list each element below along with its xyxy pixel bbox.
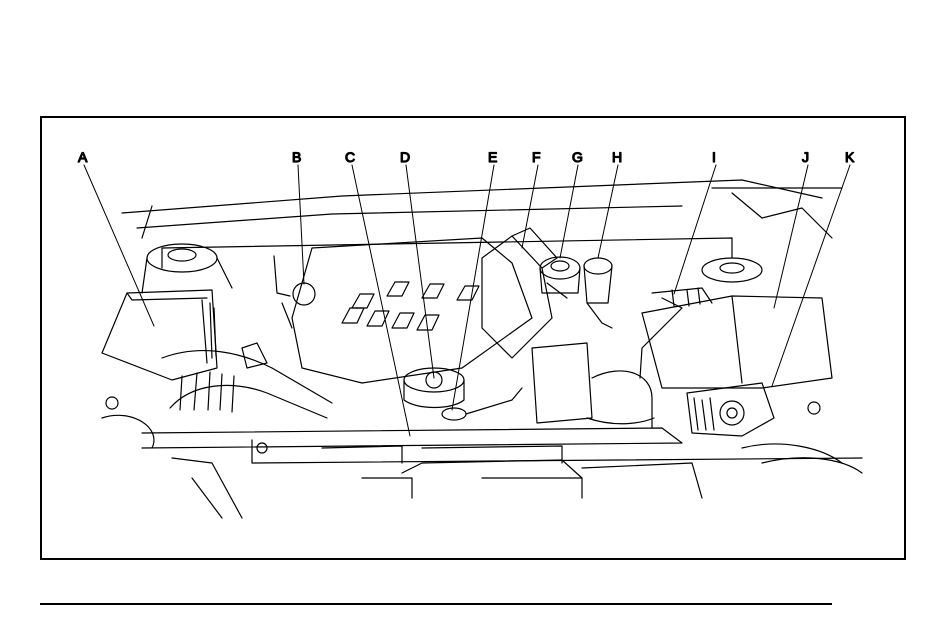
callout-h: H [612,149,622,165]
callout-a: A [78,149,88,165]
relay-box [687,383,774,436]
engine-compartment-illustration: A B C D E F G H I J K [42,118,904,558]
cowl-lines [122,180,842,268]
callout-g: G [572,149,583,165]
reservoir-cap [274,256,315,328]
radiator-support [102,397,862,518]
engine-cover [292,238,532,383]
dipstick [442,388,522,420]
battery-block [642,258,832,388]
callout-c: C [345,149,355,165]
callout-d: D [400,149,410,165]
intake-duct [162,343,332,418]
callout-k: K [845,149,855,165]
air-filter-box [102,290,217,380]
callout-b: B [292,149,301,165]
footer-divider [40,603,832,605]
engine-compartment-figure: A B C D E F G H I J K [40,116,906,560]
center-ducting [532,343,654,428]
callout-j: J [802,149,809,165]
oil-fill-cap [404,368,464,408]
callout-i: I [712,149,716,165]
callout-labels: A B C D E F G H I J K [78,149,855,165]
callout-f: F [532,149,541,165]
left-strut-tower [142,244,232,293]
callout-e: E [488,149,497,165]
washer-fluid-cap [584,258,612,328]
